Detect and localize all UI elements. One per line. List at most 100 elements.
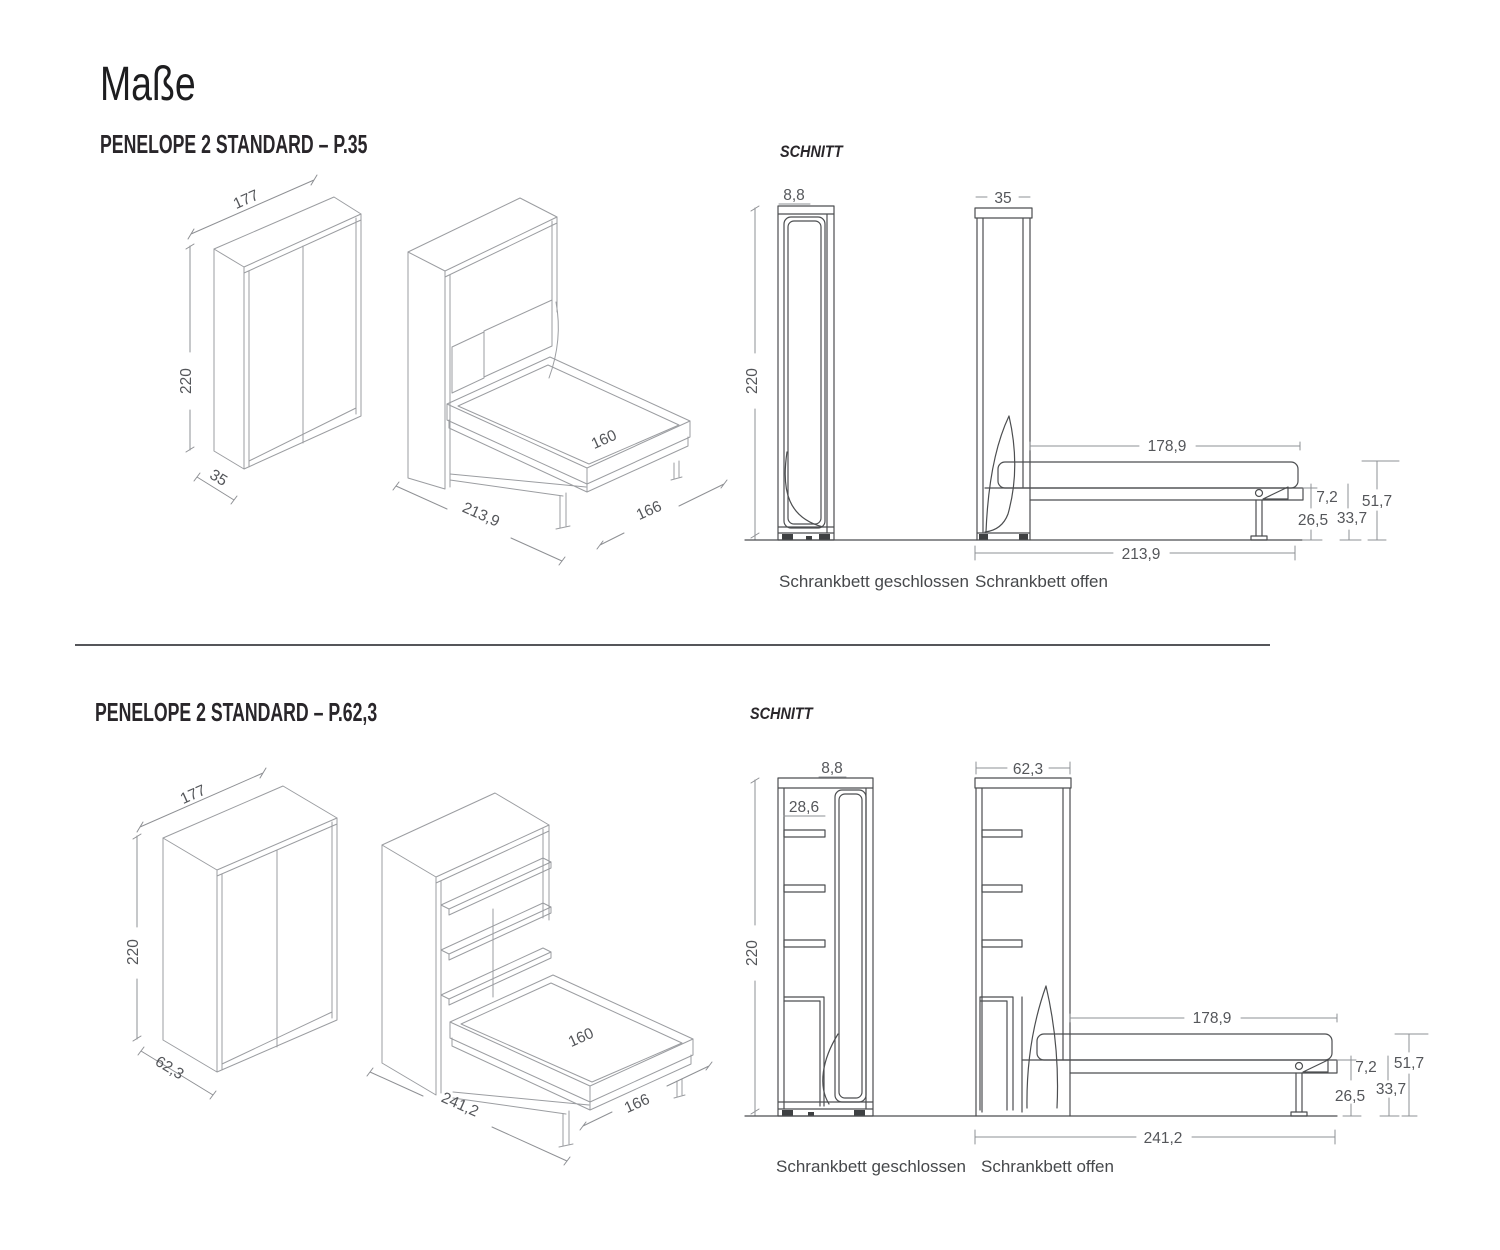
section-heading: PENELOPE 2 STANDARD – P.35 [100, 130, 367, 159]
dim-depth: 35 [207, 466, 231, 489]
shelf [783, 884, 826, 893]
foot [979, 534, 988, 540]
foot [782, 534, 793, 540]
dim-line-height [132, 833, 142, 1042]
lift-mechanism-sail [984, 415, 1016, 533]
bed-leg [1295, 1072, 1303, 1113]
mattress-stitch [457, 364, 680, 465]
leg-folded-curve [784, 451, 824, 528]
dim-height: 220 [178, 368, 195, 394]
dim-width: 177 [178, 782, 209, 808]
mattress-top [446, 356, 691, 469]
dim-mattress: 160 [566, 1025, 597, 1051]
bed-platform [451, 1037, 692, 1115]
bed-platform [448, 419, 689, 497]
shelf [783, 829, 826, 838]
cabinet-edges [162, 817, 338, 1073]
dim-line-depth [975, 761, 1071, 775]
foot [819, 534, 830, 540]
dim-height: 220 [744, 368, 761, 394]
dim-underside: 26,5 [1335, 1088, 1365, 1105]
mattress-stitch [460, 982, 683, 1083]
hinge-flap [1262, 486, 1289, 500]
iso-open-bed-p35: 213,9 166 160 [392, 197, 728, 566]
folded-mattress-outline [838, 793, 863, 1099]
hinge-pivot [1294, 1061, 1304, 1071]
unit-top-face [381, 792, 550, 878]
shelf [981, 939, 1023, 948]
folded-bed-outline [834, 789, 867, 1103]
dim-bed-length: 178,9 [1148, 438, 1187, 455]
dim-depth: 62,3 [1013, 761, 1043, 778]
dim-thickness: 8,8 [783, 187, 805, 204]
folded-mattress-outline [787, 220, 822, 525]
dim-top: 51,7 [1394, 1055, 1424, 1072]
cut-closed-p623: 8,8 28,6 220 Schrankbett geschlossen [744, 760, 966, 1176]
schnitt-label: SCHNITT [780, 143, 844, 161]
dim-underside: 26,5 [1298, 512, 1328, 529]
dim-mattress: 160 [589, 427, 620, 453]
bed-leg [1255, 499, 1263, 537]
dim-shelf-depth: 28,6 [789, 799, 819, 816]
dim-line-bed-width [579, 1061, 713, 1131]
headboard-cushions [451, 299, 553, 394]
lift-mechanism-sail [1026, 985, 1059, 1109]
section-p623: PENELOPE 2 STANDARD – P.62,3 SCHNITT 177… [95, 698, 1429, 1176]
mattress [1036, 1033, 1333, 1061]
dim-bed-width: 166 [622, 1091, 653, 1117]
foot [854, 1110, 865, 1116]
cabinet-edges [213, 213, 362, 470]
cut-closed-p35: 8,8 220 Schrankbett geschlossen [744, 187, 969, 591]
unit-edges [381, 824, 550, 1096]
page-title: Maße [100, 58, 196, 112]
panel-edges [407, 216, 558, 490]
section-heading: PENELOPE 2 STANDARD – P.62,3 [95, 698, 377, 727]
dim-ticks-frame [1336, 1055, 1389, 1081]
dim-line-bed-width [596, 479, 728, 550]
shelf [981, 829, 1023, 838]
dim-line-width [136, 767, 267, 833]
iso-open-bed-p623: 241,2 166 160 [366, 792, 713, 1166]
dim-depth: 35 [994, 190, 1011, 207]
dim-line-top [1394, 1033, 1429, 1117]
dim-width: 177 [231, 187, 262, 213]
dim-line-bed-length [1029, 441, 1301, 451]
dim-bed-width: 166 [634, 498, 665, 524]
section-p35: PENELOPE 2 STANDARD – P.35 SCHNITT 177 2… [100, 130, 1400, 591]
hinge-pivot [1254, 488, 1264, 498]
leg-folded-curve [822, 1033, 839, 1105]
shelf [783, 939, 826, 948]
dim-line-depth [137, 1046, 217, 1100]
panel-outline [974, 207, 1033, 541]
cut-open-p35: 35 178,9 7,2 26,5 33,7 51,7 213,9 Schran… [974, 190, 1400, 591]
dim-line-open-depth [974, 545, 1296, 561]
schnitt-label: SCHNITT [750, 705, 814, 723]
cut-open-p623: 62,3 178,9 7,2 26,5 33,7 51,7 241,2 Schr… [974, 761, 1429, 1176]
bed-platform [1021, 1059, 1338, 1074]
dim-platform: 33,7 [1376, 1081, 1406, 1098]
dim-height: 220 [744, 940, 761, 966]
dim-height: 220 [125, 939, 142, 965]
dim-line-open-depth [392, 481, 566, 566]
dim-line-top [1361, 460, 1400, 541]
lower-cupboard [783, 996, 825, 1107]
lift-mechanism-curve [548, 301, 559, 379]
foot [1019, 534, 1028, 540]
dim-bed-length: 178,9 [1193, 1010, 1232, 1027]
dim-open-depth: 213,9 [460, 499, 502, 530]
dim-line-open-depth [974, 1129, 1336, 1145]
dim-frame: 7,2 [1355, 1059, 1377, 1076]
caption-closed: Schrankbett geschlossen [776, 1157, 966, 1176]
dim-open-depth: 241,2 [1144, 1130, 1183, 1147]
dim-frame: 7,2 [1316, 489, 1338, 506]
foot [806, 536, 812, 540]
caption-open: Schrankbett offen [981, 1157, 1114, 1176]
dim-line-open-depth [366, 1067, 571, 1166]
dim-thickness: 8,8 [821, 760, 843, 777]
bed-legs [558, 1078, 686, 1148]
bed-legs [555, 460, 683, 530]
iso-closed-cabinet-p35: 177 220 35 [178, 174, 362, 505]
iso-closed-cabinet-p623: 177 220 62,3 [125, 767, 338, 1100]
dim-line-bed-length [1069, 1013, 1338, 1023]
